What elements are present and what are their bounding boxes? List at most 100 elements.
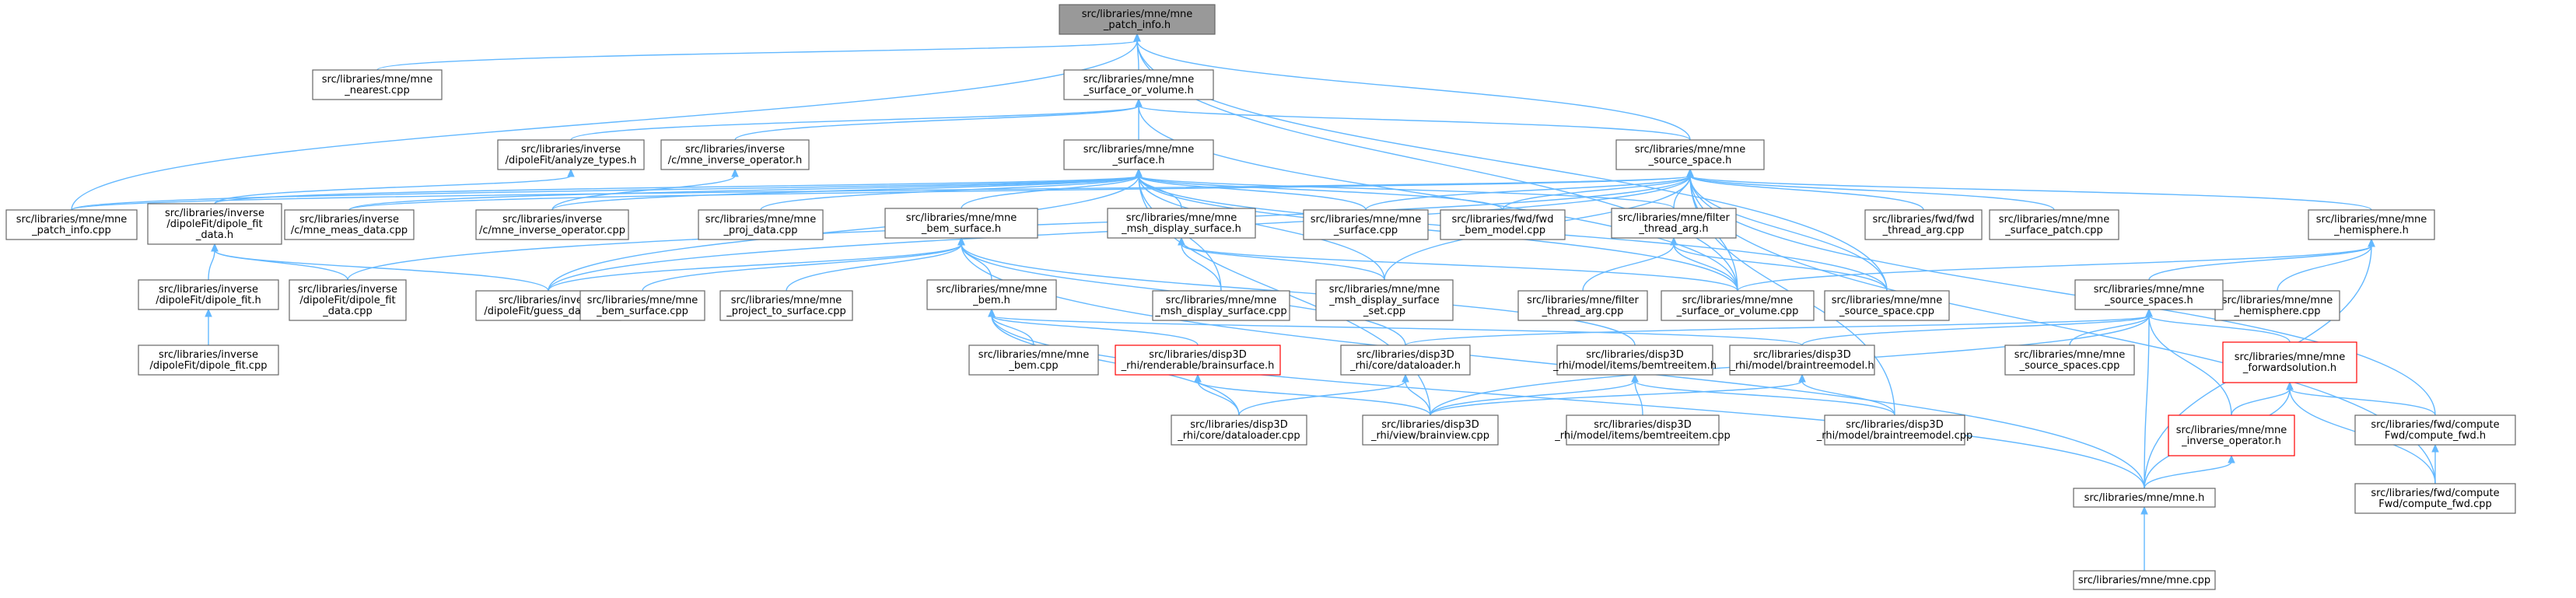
file-node[interactable]: src/libraries/fwd/fwd_bem_model.cpp: [1440, 209, 1566, 240]
edge-line: [1405, 380, 1431, 416]
edge-line: [1197, 380, 1431, 416]
edge-line: [208, 250, 215, 281]
node-label: _source_space.h: [1648, 155, 1732, 166]
dependency-edge: [214, 168, 1143, 205]
node-label: _rhi/model/items/bemtreeitem.h: [1552, 360, 1717, 372]
node-layer: src/libraries/mne/mne _patch_info.h src/li…: [5, 4, 2516, 590]
node-label: _rhi/model/braintreemodel.h: [1729, 360, 1874, 372]
file-node[interactable]: src/libraries/disp3D_rhi/renderable/brai…: [1115, 344, 1281, 376]
file-node[interactable]: src/libraries/mne/mne_source_space.h: [1615, 139, 1765, 170]
file-node[interactable]: src/libraries/mne/mne_source_spaces.h: [2074, 279, 2224, 310]
edge-line: [991, 315, 2145, 489]
node-label: src/libraries/mne/mne: [2222, 295, 2333, 306]
file-node[interactable]: src/libraries/mne/mne_nearest.cpp: [312, 69, 443, 100]
edge-line: [1138, 105, 1691, 141]
node-label: src/libraries/mne/mne: [2176, 425, 2287, 436]
file-node[interactable]: src/libraries/mne/mne_surface_patch.cpp: [1989, 209, 2119, 240]
dependency-edge: [1402, 373, 1431, 416]
node-box: [2168, 414, 2295, 456]
node-box: [698, 209, 824, 240]
file-node[interactable]: src/libraries/mne/mne_bem_surface.h: [884, 208, 1038, 239]
file-node[interactable]: src/libraries/mne/mne_bem_surface.cpp: [579, 290, 705, 321]
file-node[interactable]: src/libraries/disp3D_rhi/core/dataloader…: [1171, 414, 1307, 446]
node-box: [475, 209, 629, 240]
file-node[interactable]: src/libraries/disp3D_rhi/model/braintree…: [1729, 344, 1875, 376]
file-node[interactable]: src/libraries/mne/mne_surface_or_volume.…: [1063, 69, 1214, 100]
file-node[interactable]: src/libraries/inverse/c/mne_inverse_oper…: [660, 139, 810, 170]
file-node[interactable]: src/libraries/mne/filter_thread_arg.cpp: [1517, 290, 1648, 321]
file-node[interactable]: src/libraries/inverse/dipoleFit/dipole_f…: [289, 279, 407, 321]
file-node[interactable]: src/libraries/inverse/dipoleFit/dipole_f…: [138, 279, 279, 310]
edge-line: [1502, 175, 1691, 211]
node-label: _patch_info.h: [1103, 19, 1171, 31]
file-node[interactable]: src/libraries/mne/mne_proj_data.cpp: [698, 209, 824, 240]
node-box: [1063, 139, 1214, 170]
node-label: src/libraries/mne/mne: [1329, 284, 1440, 296]
edge-line: [1138, 175, 1367, 211]
dependency-edge: [348, 168, 1143, 211]
file-node[interactable]: src/libraries/mne/mne_surface.cpp: [1303, 209, 1429, 240]
file-node[interactable]: src/libraries/disp3D_rhi/model/items/bem…: [1554, 414, 1731, 446]
node-label: _bem.cpp: [1008, 360, 1058, 372]
file-node[interactable]: src/libraries/mne/mne_inverse_operator.h: [2168, 414, 2295, 456]
file-node[interactable]: src/libraries/disp3D_rhi/model/items/bem…: [1552, 344, 1717, 376]
file-node[interactable]: src/libraries/mne/mne_source_space.cpp: [1824, 290, 1950, 321]
file-node[interactable]: src/libraries/mne/mne_msh_display_surfac…: [1315, 279, 1454, 321]
edge-arrowhead: [2431, 443, 2439, 453]
node-box: [2354, 414, 2516, 446]
edge-line: [2148, 315, 2291, 343]
file-node[interactable]: src/libraries/mne/mne_msh_display_surfac…: [1152, 290, 1290, 321]
node-label: _inverse_operator.h: [2181, 435, 2281, 447]
edge-line: [1365, 175, 1691, 211]
file-node[interactable]: src/libraries/inverse/dipoleFit/analyze_…: [497, 139, 645, 170]
file-node[interactable]: src/libraries/mne/mne.h: [2073, 488, 2216, 508]
file-node[interactable]: src/libraries/disp3D_rhi/view/brainview.…: [1362, 414, 1499, 446]
file-node[interactable]: src/libraries/mne/mne.cpp: [2073, 570, 2216, 590]
node-label: /c/mne_meas_data.cpp: [291, 225, 408, 236]
edge-arrowhead: [957, 236, 965, 246]
edge-arrowhead: [731, 168, 739, 177]
node-box: [1989, 209, 2119, 240]
file-node[interactable]: src/libraries/mne/mne_bem.cpp: [968, 344, 1099, 376]
file-node[interactable]: src/libraries/inverse/c/mne_inverse_oper…: [475, 209, 629, 240]
file-node[interactable]: src/libraries/mne/filter_thread_arg.h: [1611, 208, 1737, 239]
file-node[interactable]: src/libraries/mne/mne_project_to_surface…: [719, 290, 853, 321]
node-box: [284, 209, 415, 240]
file-node[interactable]: src/libraries/mne/mne_surface_or_volume.…: [1661, 290, 1815, 321]
file-node[interactable]: src/libraries/mne/mne_forwardsolution.h: [2222, 341, 2357, 383]
file-node[interactable]: src/libraries/inverse/c/mne_meas_data.cp…: [284, 209, 415, 240]
dependency-edge: [1133, 33, 1691, 141]
node-label: src/libraries/mne/mne: [2316, 214, 2427, 226]
edge-line: [214, 250, 549, 292]
file-node[interactable]: src/libraries/inverse/dipoleFit/dipole_f…: [147, 203, 282, 245]
file-node[interactable]: src/libraries/inverse/dipoleFit/dipole_f…: [138, 344, 279, 376]
file-node[interactable]: src/libraries/mne/mne_source_spaces.cpp: [2004, 344, 2135, 376]
node-label: src/libraries/inverse: [502, 214, 602, 226]
node-label: src/libraries/disp3D: [1381, 419, 1479, 431]
node-label: src/libraries/mne/filter: [1618, 212, 1730, 224]
file-node[interactable]: src/libraries/fwd/computeFwd/compute_fwd…: [2354, 414, 2516, 446]
file-node[interactable]: src/libraries/mne/mne_bem.h: [926, 279, 1057, 310]
node-box: [968, 344, 1099, 376]
node-label: _msh_display_surface: [1328, 295, 1439, 306]
node-box: [2354, 483, 2516, 514]
edge-arrowhead: [2140, 505, 2148, 515]
dependency-edge: [1135, 98, 1691, 141]
file-node[interactable]: src/libraries/fwd/computeFwd/compute_fwd…: [2354, 483, 2516, 514]
file-node[interactable]: src/libraries/mne/mne_surface.h: [1063, 139, 1214, 170]
node-label: src/libraries/fwd/compute: [2371, 419, 2499, 431]
file-node[interactable]: src/libraries/disp3D_rhi/core/dataloader…: [1340, 344, 1471, 376]
edge-layer: [71, 33, 2439, 571]
file-node[interactable]: src/libraries/mne/mne_patch_info.cpp: [5, 209, 138, 240]
file-node[interactable]: src/libraries/fwd/fwd_thread_arg.cpp: [1864, 209, 1983, 240]
node-label: _rhi/core/dataloader.cpp: [1177, 430, 1300, 442]
file-node[interactable]: src/libraries/mne/mne_msh_display_surfac…: [1107, 208, 1256, 239]
node-label: _rhi/model/braintreemodel.cpp: [1816, 430, 1973, 442]
node-label: _thread_arg.h: [1638, 223, 1708, 235]
edge-arrowhead: [1135, 168, 1143, 177]
file-node[interactable]: src/libraries/mne/mne_hemisphere.h: [2308, 209, 2435, 240]
node-box: [1362, 414, 1499, 446]
file-node[interactable]: src/libraries/disp3D_rhi/model/braintree…: [1816, 414, 1973, 446]
node-label: src/libraries/mne/mne: [1311, 214, 1421, 226]
file-node[interactable]: src/libraries/mne/mne_hemisphere.cpp: [2214, 290, 2340, 321]
